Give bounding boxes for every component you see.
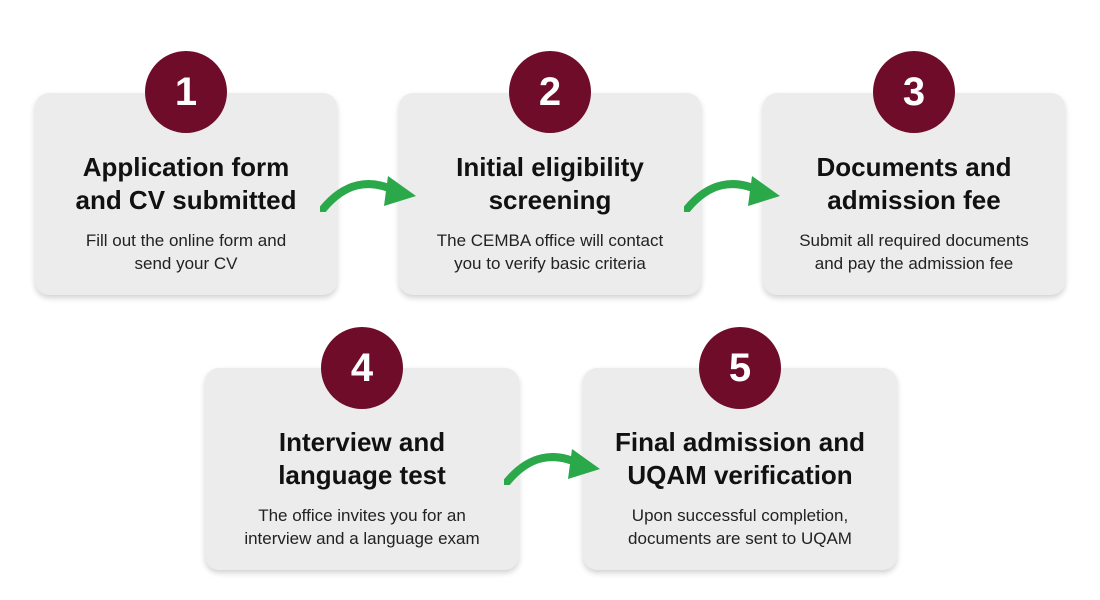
- curved-arrow-icon: [504, 449, 600, 485]
- step-description-line: Fill out the online form and: [85, 231, 287, 250]
- step-title-line: admission fee: [827, 185, 1001, 215]
- step-title-line: screening: [488, 185, 612, 215]
- step-description-line: send your CV: [134, 254, 238, 273]
- step-number: 5: [728, 346, 752, 390]
- step-card-3: Documents and admission fee Submit all r…: [763, 93, 1065, 295]
- step-title: Interview and language test: [205, 426, 519, 492]
- step-description: Upon successful completion, documents ar…: [583, 504, 897, 550]
- step-number: 2: [538, 70, 562, 114]
- step-number-badge: 1: [145, 51, 227, 133]
- step-title: Application form and CV submitted: [35, 151, 337, 217]
- step-description-line: you to verify basic criteria: [454, 254, 646, 273]
- step-description-line: The office invites you for an: [258, 506, 466, 525]
- step-title-line: Final admission and: [615, 427, 865, 457]
- step-number: 1: [174, 70, 198, 114]
- step-title-line: language test: [278, 460, 446, 490]
- step-title-line: Interview and: [278, 427, 446, 457]
- step-title: Final admission and UQAM verification: [583, 426, 897, 492]
- step-number-badge: 2: [509, 51, 591, 133]
- step-title-line: Initial eligibility: [456, 152, 644, 182]
- step-description-line: Upon successful completion,: [631, 506, 849, 525]
- step-title: Initial eligibility screening: [399, 151, 701, 217]
- step-number-badge: 4: [321, 327, 403, 409]
- step-description-line: The CEMBA office will contact: [436, 231, 664, 250]
- step-description-line: Submit all required documents: [799, 231, 1029, 250]
- step-description: The office invites you for an interview …: [205, 504, 519, 550]
- step-description: The CEMBA office will contact you to ver…: [399, 229, 701, 275]
- step-description-line: documents are sent to UQAM: [628, 529, 852, 548]
- step-description: Fill out the online form and send your C…: [35, 229, 337, 275]
- step-title-line: and CV submitted: [75, 185, 297, 215]
- step-description-line: interview and a language exam: [244, 529, 480, 548]
- step-title-line: Documents and: [816, 152, 1012, 182]
- curved-arrow-icon: [684, 176, 780, 212]
- curved-arrow-icon: [320, 176, 416, 212]
- step-description: Submit all required documents and pay th…: [763, 229, 1065, 275]
- step-number-badge: 3: [873, 51, 955, 133]
- step-number-badge: 5: [699, 327, 781, 409]
- step-title: Documents and admission fee: [763, 151, 1065, 217]
- step-number: 3: [902, 70, 926, 114]
- step-description-line: and pay the admission fee: [814, 254, 1014, 273]
- step-title-line: Application form: [82, 152, 290, 182]
- step-title-line: UQAM verification: [627, 460, 853, 490]
- step-number: 4: [350, 346, 374, 390]
